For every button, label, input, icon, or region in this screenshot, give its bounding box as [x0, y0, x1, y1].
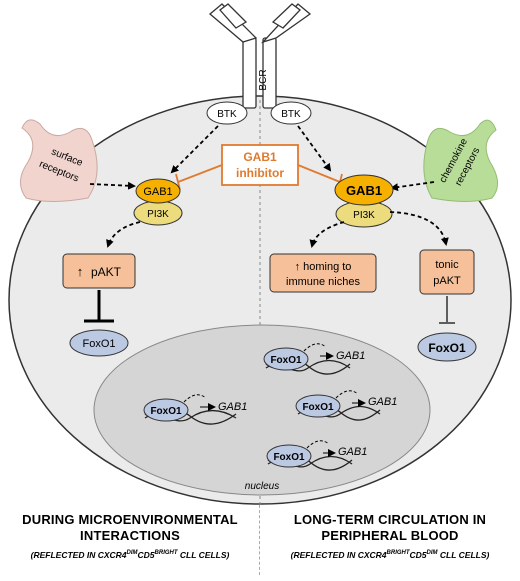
footer-left-subtitle: (REFLECTED IN CXCR4DIMCD5BRIGHT CLL CELL…	[30, 550, 230, 560]
bcr-receptor	[208, 3, 312, 109]
right-nucleus-foxo1-dna-1: FoxO1 GAB1	[263, 343, 365, 375]
footer-right-title-1: LONG-TERM CIRCULATION IN	[293, 512, 487, 527]
tonic-pakt-box	[419, 249, 475, 295]
left-foxo1	[69, 329, 129, 357]
right-nucleus-foxo1-label-2: FoxO1	[302, 402, 334, 413]
btk-left-label: BTK	[217, 109, 237, 120]
footer-right-title-2: PERIPHERAL BLOOD	[321, 528, 459, 543]
homing-line2: immune niches	[286, 276, 360, 288]
left-foxo1-label: FoxO1	[82, 338, 115, 350]
left-gab1	[135, 178, 181, 204]
homing-line1: ↑ homing to	[295, 261, 352, 273]
left-pakt-label: pAKT	[91, 265, 122, 279]
nucleus-label: nucleus	[245, 481, 279, 492]
tonic-line2: pAKT	[433, 275, 461, 287]
left-pakt-up-arrow: ↑	[77, 264, 84, 279]
right-nucleus-gene-label-3: GAB1	[338, 446, 367, 458]
right-nucleus-gene-label-2: GAB1	[368, 396, 397, 408]
tonic-line1: tonic	[435, 259, 459, 271]
bcr-label: BCR	[258, 69, 269, 90]
gab1-inhibitor-line2: inhibitor	[236, 166, 284, 180]
left-pi3k-label: PI3K	[147, 209, 169, 220]
footer-right-subtitle: (REFLECTED IN CXCR4BRIGHTCD5DIM CLL CELL…	[290, 550, 490, 560]
btk-left	[206, 101, 248, 125]
right-pi3k-to-tonic-arrow	[389, 211, 449, 246]
right-nucleus-gene-label-1: GAB1	[336, 350, 365, 362]
btk-to-right-gab1-arrow	[297, 125, 332, 172]
footer-left: DURING MICROENVIRONMENTAL INTERACTIONS (…	[0, 512, 260, 560]
btk-right-label: BTK	[281, 109, 301, 120]
left-pi3k-to-pakt-arrow	[106, 221, 141, 248]
left-nucleus-foxo1-label: FoxO1	[150, 406, 182, 417]
right-nucleus-foxo1-label-3: FoxO1	[273, 452, 305, 463]
gab1-inhibitor-line1: GAB1	[243, 150, 277, 164]
inhibitor-to-right-gab1	[297, 164, 341, 183]
surface-receptor-shape	[20, 119, 98, 202]
footer-left-title-1: DURING MICROENVIRONMENTAL	[22, 512, 238, 527]
right-gab1-label: GAB1	[346, 183, 382, 198]
btk-right	[270, 101, 312, 125]
footer-divider	[259, 505, 260, 575]
right-nucleus-foxo1-label-1: FoxO1	[270, 355, 302, 366]
chemokine-to-right-gab1-arrow	[390, 181, 435, 192]
btk-to-left-gab1-arrow	[170, 125, 219, 174]
right-foxo1	[417, 332, 477, 362]
homing-box	[269, 253, 377, 293]
right-foxo1-label: FoxO1	[428, 341, 466, 355]
right-gab1	[334, 174, 394, 206]
surface-to-left-gab1-arrow	[89, 181, 136, 190]
right-nucleus-foxo1-dna-3: FoxO1 GAB1	[266, 440, 367, 471]
inhibitor-to-left-gab1	[177, 164, 223, 183]
right-pi3k-label: PI3K	[353, 210, 375, 221]
right-pi3k-to-homing-arrow	[309, 221, 345, 248]
left-pakt-box	[62, 253, 136, 289]
left-gab1-label: GAB1	[143, 186, 172, 198]
left-nucleus-foxo1-dna: FoxO1 GAB1	[143, 394, 247, 425]
left-nucleus-gene-label: GAB1	[218, 401, 247, 413]
right-nucleus-foxo1-dna-2: FoxO1 GAB1	[295, 390, 397, 421]
footer-right: LONG-TERM CIRCULATION IN PERIPHERAL BLOO…	[260, 512, 520, 560]
footer-left-title-2: INTERACTIONS	[80, 528, 180, 543]
chemokine-receptor-shape	[423, 119, 498, 202]
